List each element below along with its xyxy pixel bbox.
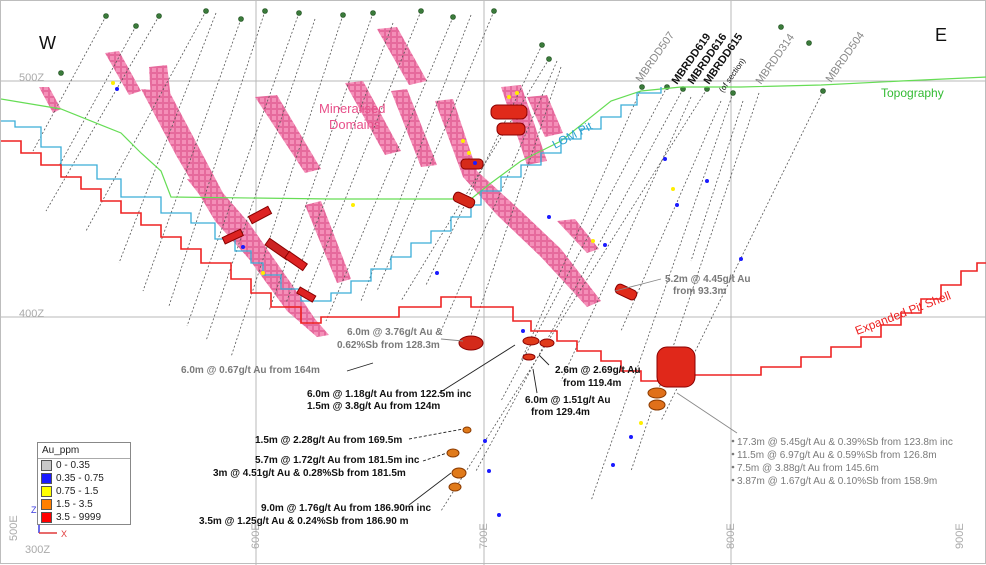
legend-item: 0.75 - 1.5 [38, 485, 130, 498]
au-legend: Au_ppm 0 - 0.35 0.35 - 0.75 0.75 - 1.5 1… [37, 442, 131, 525]
annotation-a10-line4: 3.87m @ 1.67g/t Au & 0.10%Sb from 158.9m [737, 476, 937, 487]
hole-label-mbrdd314: MBRDD314 [754, 32, 797, 87]
legend-item: 0 - 0.35 [38, 459, 130, 472]
east-500e-label: 500E [8, 515, 20, 541]
legend-swatch [41, 473, 52, 484]
hole-collars [58, 8, 826, 96]
annotation-a4-line1: 2.6m @ 2.69g/t Au [555, 365, 641, 376]
annotation-a1-line2: from 93.3m [673, 286, 726, 297]
legend-swatch [41, 486, 52, 497]
topography-label: Topography [881, 86, 944, 100]
annotation-a9-line2: 3.5m @ 1.25g/t Au & 0.24%Sb from 186.90 … [199, 516, 409, 527]
expanded-pit-line [1, 140, 986, 382]
annotation-a4-line2: from 119.4m [563, 378, 621, 389]
annotation-a2-line2: 0.62%Sb from 128.3m [337, 340, 440, 351]
legend-label: 0.35 - 0.75 [56, 473, 104, 484]
legend-swatch [41, 460, 52, 471]
drill-intercepts [221, 104, 696, 492]
legend-item: 0.35 - 0.75 [38, 472, 130, 485]
topography-line [1, 76, 986, 200]
annotation-a8-line1: 5.7m @ 1.72g/t Au from 181.5m inc [255, 455, 420, 466]
expanded-pit-label: Expanded Pit Shell [853, 288, 953, 337]
annotation-a3: 6.0m @ 0.67g/t Au from 164m [181, 365, 320, 376]
elev-400z-label: 400Z [19, 308, 44, 320]
axis-x-label: X [61, 529, 67, 539]
legend-item: 1.5 - 3.5 [38, 498, 130, 511]
annotation-a8-line2: 3m @ 4.51g/t Au & 0.28%Sb from 181.5m [213, 468, 406, 479]
legend-label: 0 - 0.35 [56, 460, 90, 471]
annotation-a5-line2: 1.5m @ 3.8g/t Au from 124m [307, 401, 440, 412]
elev-300z-label: 300Z [25, 544, 50, 556]
mineralised-label-1: Mineralised [319, 101, 385, 116]
assay-dots [111, 81, 743, 517]
legend-label: 0.75 - 1.5 [56, 486, 99, 497]
annotation-bullets [731, 439, 735, 482]
legend-label: 1.5 - 3.5 [56, 499, 93, 510]
drill-holes [32, 10, 824, 512]
east-600e-label: 600E [250, 523, 262, 549]
legend-swatch [41, 499, 52, 510]
east-label: E [935, 25, 947, 45]
hole-label-mbrdd507: MBRDD507 [634, 30, 677, 85]
annotation-a5-line1: 6.0m @ 1.18g/t Au from 122.5m inc [307, 389, 472, 400]
annotation-a10-line1: 17.3m @ 5.45g/t Au & 0.39%Sb from 123.8m… [737, 437, 953, 448]
annotation-a6-line2: from 129.4m [531, 407, 590, 418]
hole-label-mbrdd504: MBRDD504 [824, 30, 867, 85]
legend-title: Au_ppm [38, 443, 130, 459]
east-700e-label: 700E [478, 523, 490, 549]
legend-swatch [41, 512, 52, 523]
annotation-a2-line1: 6.0m @ 3.76g/t Au & [347, 327, 443, 338]
annotation-a10-line2: 11.5m @ 6.97g/t Au & 0.59%Sb from 126.8m [737, 450, 937, 461]
annotation-a1-line1: 5.2m @ 4.45g/t Au [665, 274, 751, 285]
leader-lines [346, 278, 738, 506]
mineralised-domains [39, 27, 601, 337]
annotation-a10-line3: 7.5m @ 3.88g/t Au from 145.6m [737, 463, 879, 474]
axis-z-label: Z [31, 505, 37, 515]
elev-500z-label: 500Z [19, 72, 44, 84]
annotation-a6-line1: 6.0m @ 1.51g/t Au [525, 395, 611, 406]
east-800e-label: 800E [725, 523, 737, 549]
lom-pit-line [1, 87, 662, 302]
legend-item: 3.5 - 9999 [38, 511, 130, 524]
annotation-a7: 1.5m @ 2.28g/t Au from 169.5m [255, 435, 402, 446]
mineralised-label-2: Domains [329, 117, 381, 132]
legend-label: 3.5 - 9999 [56, 512, 102, 523]
east-900e-label: 900E [954, 523, 966, 549]
west-label: W [39, 33, 56, 53]
annotation-a9-line1: 9.0m @ 1.76g/t Au from 186.90m inc [261, 503, 431, 514]
